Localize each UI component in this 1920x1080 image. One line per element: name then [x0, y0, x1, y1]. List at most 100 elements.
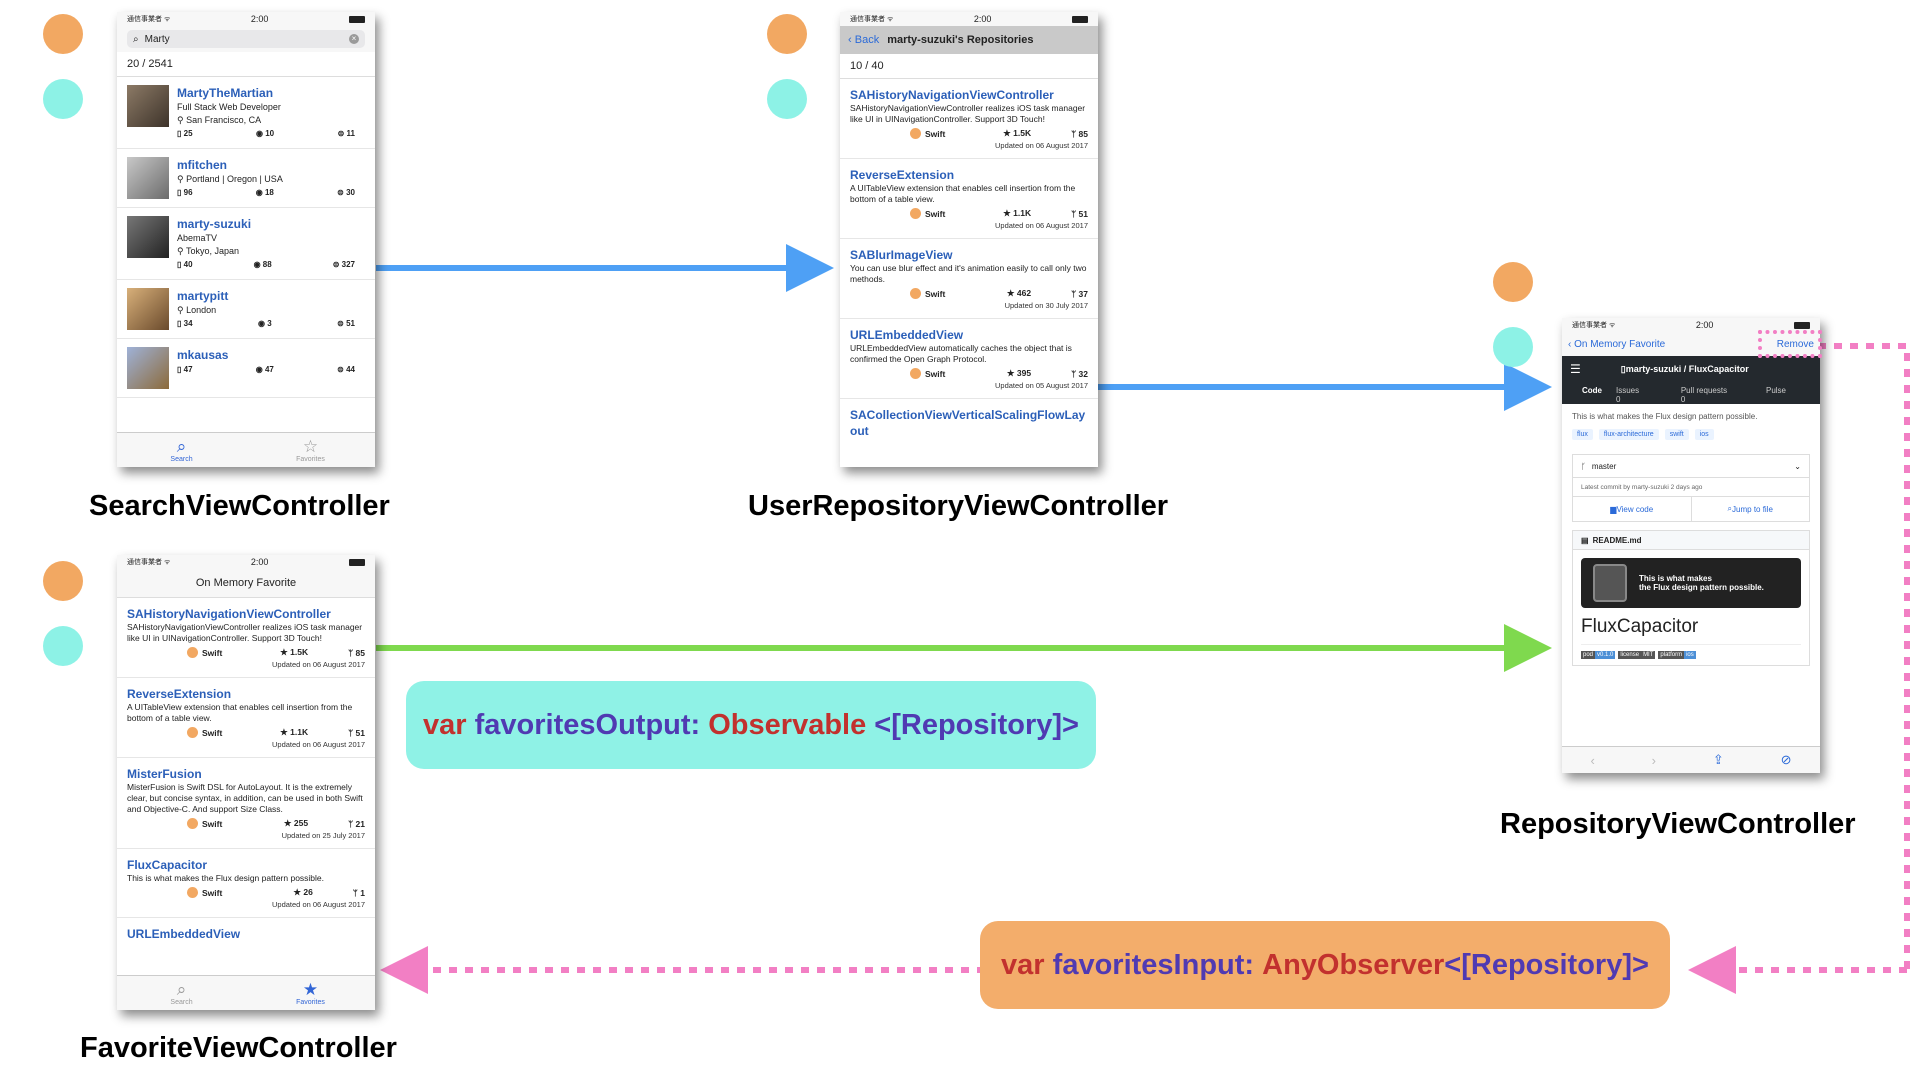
battery-icon: [349, 558, 365, 566]
code-identifier: favoritesOutput:: [474, 708, 701, 741]
remove-button-highlight: [1758, 330, 1822, 358]
repo-stars: ★ 1.1K: [280, 727, 309, 737]
repo-meta: Swift ★ 26 ᛘ 1: [127, 887, 365, 898]
repo-row[interactable]: ReverseExtension A UITableView extension…: [117, 678, 375, 758]
clear-icon[interactable]: ×: [349, 34, 359, 44]
navigation-bar: On Memory Favorite: [117, 569, 375, 598]
arrow-remove-feedback-loop: [1818, 343, 1910, 970]
eye-icon: ◉: [255, 188, 265, 197]
tab-pulse[interactable]: Pulse: [1765, 386, 1786, 395]
repo-language: Swift: [187, 647, 222, 658]
user-name: marty-suzuki: [177, 217, 252, 231]
code-generic: <[Repository]>: [874, 708, 1079, 741]
user-name: martypitt: [177, 289, 229, 303]
repo-row[interactable]: SAHistoryNavigationViewController SAHist…: [117, 598, 375, 678]
repo-row[interactable]: FluxCapacitor This is what makes the Flu…: [117, 849, 375, 918]
jump-to-file-button[interactable]: ⌕ Jump to file: [1727, 504, 1773, 514]
readme-header: ▤README.md: [1573, 531, 1809, 550]
repo-row[interactable]: URLEmbeddedView: [117, 918, 375, 950]
menu-icon[interactable]: ☰: [1570, 362, 1581, 376]
user-name: mfitchen: [177, 158, 228, 172]
badge: license: [1618, 651, 1642, 659]
compass-icon[interactable]: ⊘: [1780, 752, 1792, 767]
result-count: 10 / 40: [840, 54, 1098, 79]
eye-icon: ◉: [255, 365, 265, 374]
repo-row[interactable]: URLEmbeddedView URLEmbeddedView automati…: [840, 319, 1098, 399]
back-button[interactable]: ‹ Back: [848, 34, 880, 46]
language-dot-icon: [187, 647, 198, 658]
tab-favorites[interactable]: ☆ Favorites: [246, 433, 375, 467]
repo-updated: Updated on 06 August 2017: [272, 900, 365, 909]
tab-search[interactable]: ⌕ Search: [117, 433, 246, 467]
topic-tag[interactable]: ios: [1694, 429, 1714, 440]
pin-icon: ⚲: [177, 115, 187, 125]
repository-vc-label: RepositoryViewController: [1500, 808, 1856, 840]
repo-name: URLEmbeddedView: [850, 328, 964, 342]
readme-panel: ▤README.md This is what makes the Flux d…: [1572, 530, 1810, 666]
search-input[interactable]: ⌕ Marty ×: [127, 30, 365, 48]
repo-row[interactable]: SAHistoryNavigationViewController SAHist…: [840, 79, 1098, 159]
badge: v0.1.0: [1595, 651, 1616, 659]
gist-icon: ⊜: [337, 365, 347, 374]
user-location: ⚲ Tokyo, Japan: [177, 246, 239, 256]
tab-issues[interactable]: Issues 0: [1616, 386, 1640, 404]
topic-tag[interactable]: flux: [1572, 429, 1593, 440]
repo-forks: ᛘ 85: [1071, 128, 1088, 139]
user-repository-vc-label: UserRepositoryViewController: [748, 490, 1169, 522]
flux-logo-icon: [1593, 564, 1627, 602]
view-code-button[interactable]: ▆ View code: [1573, 497, 1692, 521]
branch-icon: ᚴ: [1581, 461, 1586, 471]
back-button[interactable]: ‹ On Memory Favorite: [1568, 338, 1666, 350]
repo-stars: ★ 255: [283, 818, 309, 828]
repo-name: URLEmbeddedView: [127, 927, 241, 941]
repo-row[interactable]: ReverseExtension A UITableView extension…: [840, 159, 1098, 239]
topic-tag[interactable]: swift: [1664, 429, 1689, 440]
repo-updated: Updated on 06 August 2017: [995, 221, 1088, 230]
repo-meta: Swift ★ 1.5K ᛘ 85: [127, 647, 365, 658]
favorite-screen: 通信事業者 ᯤ 2:00 On Memory Favorite SAHistor…: [117, 555, 375, 1010]
code-type: Observable: [708, 708, 867, 741]
user-row[interactable]: mfitchen ⚲ Portland | Oregon | USA ▯ 96 …: [117, 149, 375, 208]
tab-search[interactable]: ⌕ Search: [117, 976, 246, 1010]
favorites-input-box: var favoritesInput: AnyObserver<[Reposit…: [980, 921, 1670, 1009]
user-row[interactable]: martypitt ⚲ London ▯ 34 ◉ 3 ⊜ 51: [117, 280, 375, 339]
badge: platform: [1658, 651, 1685, 659]
avatar: [127, 288, 169, 330]
github-tabs: Code Issues 0 Pull requests 0 Pulse: [1562, 376, 1820, 404]
repo-icon: ▯: [1620, 363, 1626, 374]
tab-favorites[interactable]: ★ Favorites: [246, 976, 375, 1010]
repo-description: SAHistoryNavigationViewController realiz…: [850, 103, 1086, 124]
cyan-dot-repository: [1493, 327, 1533, 367]
remove-button[interactable]: Remove: [1776, 338, 1814, 350]
tab-code[interactable]: Code: [1582, 386, 1602, 395]
branch-selector[interactable]: ᚴ master ⌄: [1572, 454, 1810, 478]
tab-pull-requests[interactable]: Pull requests 0: [1680, 386, 1728, 404]
chevron-right-icon[interactable]: ›: [1651, 752, 1656, 768]
user-row[interactable]: marty-suzuki AbemaTV ⚲ Tokyo, Japan ▯ 40…: [117, 208, 375, 280]
code-buttons: ▆ View code ⌕ Jump to file: [1572, 497, 1810, 522]
share-icon[interactable]: ⇪: [1712, 752, 1724, 767]
orange-dot-favorite: [43, 561, 83, 601]
user-repository-screen: 通信事業者 ᯤ 2:00 ‹ Back marty-suzuki's Repos…: [840, 12, 1098, 467]
repo-row[interactable]: MisterFusion MisterFusion is Swift DSL f…: [117, 758, 375, 849]
repo-row[interactable]: SACollectionViewVerticalScalingFlowLayou…: [840, 399, 1098, 447]
readme-banner: This is what makes the Flux design patte…: [1581, 558, 1801, 608]
search-bar: ⌕ Marty ×: [117, 26, 375, 52]
gist-count: ⊜ 51: [337, 319, 355, 328]
avatar: [127, 85, 169, 127]
user-row[interactable]: MartyTheMartian Full Stack Web Developer…: [117, 77, 375, 149]
code-type: AnyObserver: [1262, 948, 1445, 981]
user-location: ⚲ San Francisco, CA: [177, 115, 262, 125]
topic-tag[interactable]: flux-architecture: [1598, 429, 1659, 440]
user-row[interactable]: mkausas ▯ 47 ◉ 47 ⊜ 44: [117, 339, 375, 398]
user-location: ⚲ London: [177, 305, 217, 315]
repo-stars: ★ 26: [293, 887, 313, 897]
repo-row[interactable]: SABlurImageView You can use blur effect …: [840, 239, 1098, 319]
branch-name: master: [1591, 461, 1617, 471]
book-icon: ▯: [177, 188, 184, 197]
badge: ios: [1684, 651, 1696, 659]
banner-line-2: the Flux design pattern possible.: [1639, 583, 1764, 592]
repo-meta: Swift ★ 1.1K ᛘ 51: [127, 727, 365, 738]
eye-icon: ◉: [258, 319, 268, 328]
chevron-left-icon[interactable]: ‹: [1590, 752, 1595, 768]
